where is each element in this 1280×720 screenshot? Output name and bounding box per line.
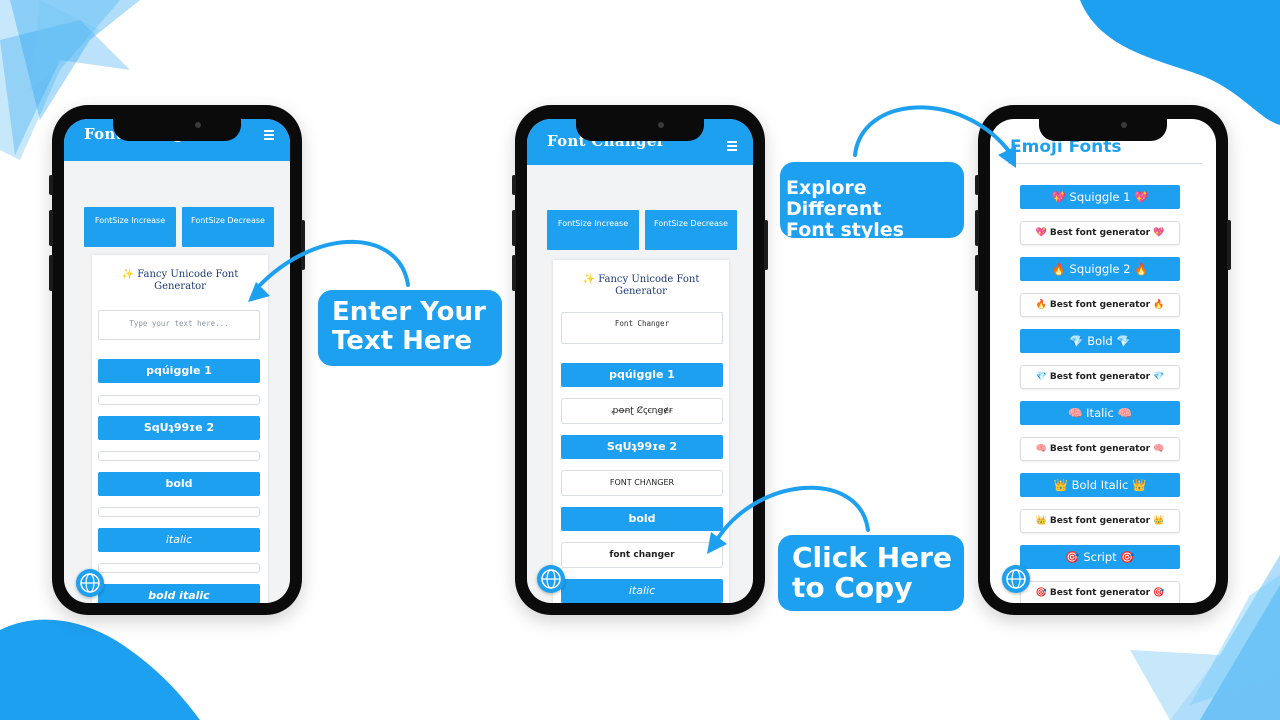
font-style-button[interactable]: SqUʇ99ɪe 2 — [98, 416, 260, 440]
phone-screen: Font Changer FontSize Increase FontSize … — [64, 119, 290, 603]
font-style-button[interactable]: bold italic — [98, 584, 260, 603]
card-title: ✨ Fancy Unicode Font Generator — [582, 274, 700, 297]
fontsize-decrease-button[interactable]: FontSize Decrease — [182, 207, 274, 247]
text-input[interactable]: Font Changer — [561, 312, 723, 344]
decor-bottom-left — [0, 619, 200, 720]
callout-line: Explore Different — [786, 177, 882, 220]
font-style-button[interactable]: italic — [561, 579, 723, 603]
globe-icon[interactable] — [76, 569, 104, 597]
emoji-output-box[interactable]: 💎 Best font generator 💎 — [1020, 365, 1180, 389]
emoji-style-button[interactable]: 🧠 Italic 🧠 — [1020, 401, 1180, 425]
font-style-button[interactable]: pqúiggle 1 — [561, 363, 723, 387]
output-box[interactable]: ꝓꝋꞥʈ Ȼꞔꞓꞑꞡɇꞧ — [561, 398, 723, 424]
emoji-style-button[interactable]: 🎯 Script 🎯 — [1020, 545, 1180, 569]
callout-enter-text: Enter Your Text Here — [318, 290, 502, 366]
font-style-button[interactable]: bold — [98, 472, 260, 496]
callout-line: Click Here — [792, 541, 952, 574]
hamburger-icon[interactable] — [727, 141, 737, 153]
font-style-button[interactable]: SqUʇ99ɪe 2 — [561, 435, 723, 459]
emoji-fonts-title: Emoji Fonts — [1010, 137, 1122, 157]
phone-notch — [1039, 115, 1167, 141]
phone-mockup-2: Font Changer FontSize Increase FontSize … — [512, 105, 768, 615]
title-divider — [1008, 163, 1202, 164]
fontsize-increase-button[interactable]: FontSize Increase — [547, 210, 639, 250]
phone-notch — [576, 115, 704, 141]
globe-icon[interactable] — [537, 565, 565, 593]
output-box[interactable] — [98, 451, 260, 461]
emoji-output-box[interactable]: 🧠 Best font generator 🧠 — [1020, 437, 1180, 461]
globe-icon[interactable] — [1002, 565, 1030, 593]
font-style-button[interactable]: italic — [98, 528, 260, 552]
phone-screen: Emoji Fonts 💖 Squiggle 1 💖 💖 Best font g… — [990, 119, 1216, 603]
fontsize-controls: FontSize Increase FontSize Decrease — [547, 210, 737, 250]
emoji-style-button[interactable]: 🔥 Squiggle 2 🔥 — [1020, 257, 1180, 281]
output-box[interactable]: FONT CHΛNGER — [561, 470, 723, 496]
callout-line: Font styles — [786, 219, 904, 241]
emoji-output-box[interactable]: 🔥 Best font generator 🔥 — [1020, 293, 1180, 317]
callout-line: to Copy — [792, 571, 913, 604]
fontsize-controls: FontSize Increase FontSize Decrease — [84, 207, 274, 247]
phone-notch — [113, 115, 241, 141]
callout-explore: Explore Different Font styles — [780, 162, 964, 241]
hamburger-icon[interactable] — [264, 130, 274, 142]
callout-line: Enter Your — [332, 297, 486, 327]
emoji-style-button[interactable]: 👑 Bold Italic 👑 — [1020, 473, 1180, 497]
phone-screen: Font Changer FontSize Increase FontSize … — [527, 119, 753, 603]
emoji-style-button[interactable]: 💎 Bold 💎 — [1020, 329, 1180, 353]
output-box[interactable] — [98, 563, 260, 573]
emoji-output-box[interactable]: 🎯 Best font generator 🎯 — [1020, 581, 1180, 603]
output-box[interactable] — [98, 507, 260, 517]
emoji-style-button[interactable]: 💖 Squiggle 1 💖 — [1020, 185, 1180, 209]
emoji-output-box[interactable]: 💖 Best font generator 💖 — [1020, 221, 1180, 245]
font-style-button[interactable]: bold — [561, 507, 723, 531]
output-box[interactable]: font changer — [561, 542, 723, 568]
font-style-button[interactable]: pqúiggle 1 — [98, 359, 260, 383]
fontsize-decrease-button[interactable]: FontSize Decrease — [645, 210, 737, 250]
phone-mockup-3: Emoji Fonts 💖 Squiggle 1 💖 💖 Best font g… — [975, 105, 1231, 615]
fontsize-increase-button[interactable]: FontSize Increase — [84, 207, 176, 247]
callout-copy: Click Here to Copy — [778, 535, 964, 611]
card-title: ✨ Fancy Unicode Font Generator — [121, 269, 239, 292]
emoji-output-box[interactable]: 👑 Best font generator 👑 — [1020, 509, 1180, 533]
output-box[interactable] — [98, 395, 260, 405]
callout-line: Text Here — [332, 326, 473, 356]
phone-mockup-1: Font Changer FontSize Increase FontSize … — [49, 105, 305, 615]
text-input[interactable]: Type your text here... — [98, 310, 260, 340]
